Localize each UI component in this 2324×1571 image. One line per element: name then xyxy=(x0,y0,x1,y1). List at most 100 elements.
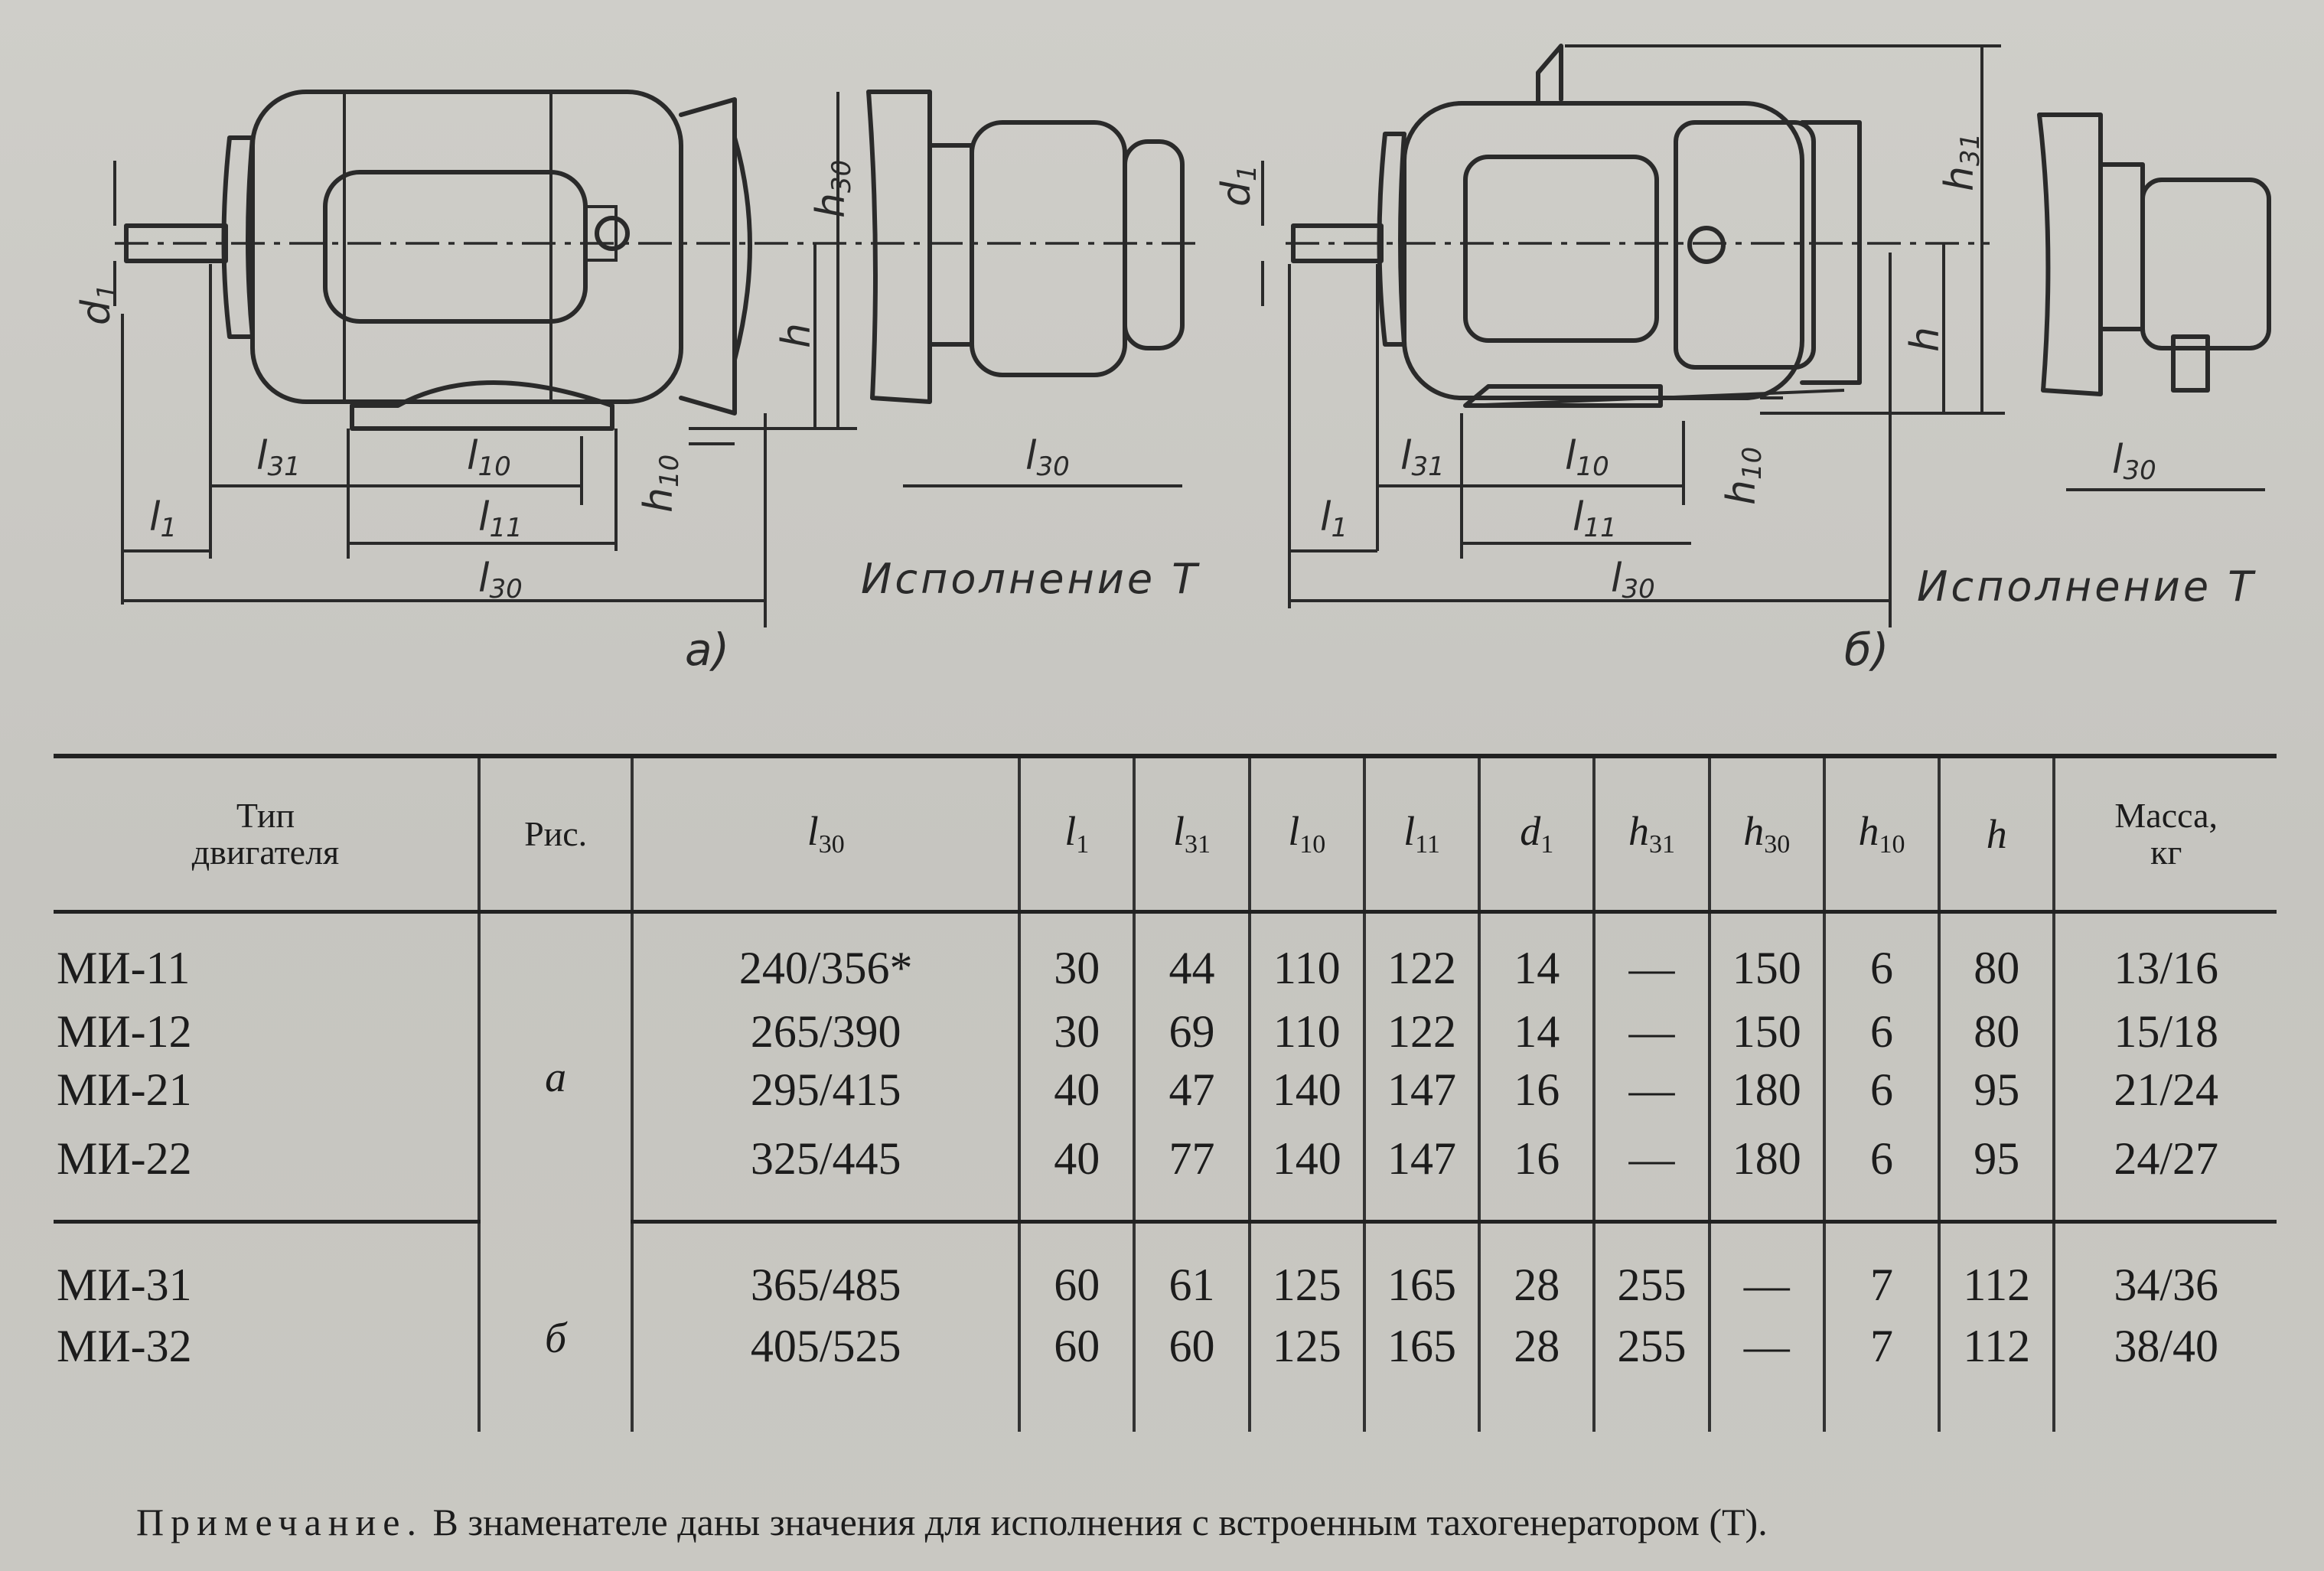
figure-letter-a: а) xyxy=(685,624,730,676)
cell-l30: 240/356* xyxy=(632,911,1022,1002)
figures-area: d1 h30 h h10 l31 l10 l11 l1 l30 l30 Испо… xyxy=(0,0,2324,689)
cell-mass: 38/40 xyxy=(2114,1321,2219,1371)
cell-h30: 150 xyxy=(1709,911,1826,1002)
table-note: Примечание. В знаменателе даны значения … xyxy=(136,1500,1768,1544)
cell-l10: 110 xyxy=(1249,1002,1366,1061)
table-row: МИ-21 295/415 40 47 140 147 16 — 180 6 9… xyxy=(54,1061,2277,1119)
cell-mass: 21/24 xyxy=(2114,1064,2219,1115)
cell-l11: 165 xyxy=(1364,1221,1481,1323)
cell-type: МИ-21 xyxy=(54,1061,481,1119)
table-row: МИ-22 325/445 40 77 140 147 16 — 180 6 9… xyxy=(54,1119,2277,1224)
cell-l11: 147 xyxy=(1364,1061,1481,1119)
header-l30: l30 xyxy=(632,754,1022,914)
cell-h10: 6 xyxy=(1824,1061,1941,1119)
cell-d1: 14 xyxy=(1479,1002,1596,1061)
cell-h10: 6 xyxy=(1824,1119,1941,1224)
label-d1-a: d1 xyxy=(73,283,122,325)
cell-h10: 6 xyxy=(1824,1002,1941,1061)
label-h-b: h xyxy=(1902,327,1948,352)
cell-d1: 28 xyxy=(1479,1323,1596,1432)
label-h30-a: h30 xyxy=(808,159,857,218)
cell-mass: 24/27 xyxy=(2054,1119,2277,1224)
cell-l31: 77 xyxy=(1134,1119,1251,1224)
label-d1-b: d1 xyxy=(1214,165,1263,207)
header-l11: l11 xyxy=(1364,754,1481,914)
cell-type: МИ-12 xyxy=(54,1002,481,1061)
cell-l1: 60 xyxy=(1019,1221,1136,1323)
cell-d1: 28 xyxy=(1479,1221,1596,1323)
cell-l10: 125 xyxy=(1249,1323,1366,1432)
cell-l11: 165 xyxy=(1364,1323,1481,1432)
cell-type: МИ-22 xyxy=(54,1119,481,1224)
variant-caption-a: Исполнение Т xyxy=(861,555,1201,603)
table-row: МИ-12 265/390 30 69 110 122 14 — 150 6 8… xyxy=(54,1002,2277,1061)
label-l1-b: l1 xyxy=(1320,494,1348,543)
label-l31-b: l31 xyxy=(1400,433,1445,482)
header-l10: l10 xyxy=(1249,754,1366,914)
cell-h: 95 xyxy=(1939,1061,2056,1119)
cell-h: 80 xyxy=(1939,1002,2056,1061)
label-l30-t-b: l30 xyxy=(2112,437,2156,486)
header-l31: l31 xyxy=(1134,754,1251,914)
note-text: В знаменателе даны значения для исполнен… xyxy=(432,1501,1768,1543)
cell-h10: 6 xyxy=(1824,911,1941,1002)
cell-l30: 265/390 xyxy=(632,1002,1022,1061)
cell-l1: 30 xyxy=(1019,911,1136,1002)
cell-h: 80 xyxy=(1939,911,2056,1002)
cell-h30: 180 xyxy=(1709,1061,1826,1119)
table-row: МИ-32 405/525 60 60 125 165 28 255 — 7 1… xyxy=(54,1323,2277,1432)
cell-h30: 150 xyxy=(1709,1002,1826,1061)
cell-h31: 255 xyxy=(1594,1221,1711,1323)
header-fig: Рис. xyxy=(478,754,634,914)
label-h10-b: h10 xyxy=(1719,446,1768,505)
header-d1: d1 xyxy=(1479,754,1596,914)
header-h10: h10 xyxy=(1824,754,1941,914)
header-h: h xyxy=(1939,754,2056,914)
cell-h10: 7 xyxy=(1824,1221,1941,1323)
cell-l31: 47 xyxy=(1134,1061,1251,1119)
cell-l10: 110 xyxy=(1249,911,1366,1002)
cell-h31: 255 xyxy=(1594,1323,1711,1432)
label-l1-a: l1 xyxy=(149,494,178,543)
cell-l1: 40 xyxy=(1019,1119,1136,1224)
cell-fig-group-a: а xyxy=(478,911,634,1222)
header-h31: h31 xyxy=(1594,754,1711,914)
cell-h31: — xyxy=(1594,911,1711,1002)
cell-l1: 60 xyxy=(1019,1323,1136,1432)
cell-d1: 14 xyxy=(1479,911,1596,1002)
cell-d1: 16 xyxy=(1479,1119,1596,1224)
label-l30-t-a: l30 xyxy=(1025,433,1070,482)
motor-drawings xyxy=(113,44,2271,627)
label-l31-a: l31 xyxy=(256,433,301,482)
label-l10-a: l10 xyxy=(467,433,511,482)
cell-type: МИ-11 xyxy=(54,911,481,1002)
motor-drawing-a xyxy=(113,90,1201,627)
label-l30-a: l30 xyxy=(478,556,523,605)
table-row: МИ-31 б 365/485 60 61 125 165 28 255 — 7… xyxy=(54,1221,2277,1432)
cell-type: МИ-32 xyxy=(54,1323,481,1432)
cell-type: МИ-31 xyxy=(54,1221,481,1323)
label-l30-b: l30 xyxy=(1611,556,1655,605)
cell-l30: 325/445 xyxy=(632,1119,1022,1224)
cell-h31: — xyxy=(1594,1119,1711,1224)
cell-l30: 405/525 xyxy=(632,1323,1022,1432)
cell-l10: 140 xyxy=(1249,1061,1366,1119)
cell-mass: 34/36 xyxy=(2114,1260,2219,1310)
cell-l1: 30 xyxy=(1019,1002,1136,1061)
cell-h: 95 xyxy=(1939,1119,2056,1224)
table-row: МИ-11 а 240/356* 30 44 110 122 14 — 150 … xyxy=(54,911,2277,1222)
cell-l10: 140 xyxy=(1249,1119,1366,1224)
figure-letter-b: б) xyxy=(1844,624,1889,676)
cell-l31: 60 xyxy=(1134,1323,1251,1432)
cell-h10: 7 xyxy=(1824,1323,1941,1432)
label-h10-a: h10 xyxy=(636,454,685,513)
cell-d1: 16 xyxy=(1479,1061,1596,1119)
cell-mass: 15/18 xyxy=(2114,1006,2219,1057)
cell-h: 112 xyxy=(1939,1323,2056,1432)
label-l10-b: l10 xyxy=(1565,433,1609,482)
cell-h: 112 xyxy=(1939,1221,2056,1323)
cell-h31: — xyxy=(1594,1061,1711,1119)
